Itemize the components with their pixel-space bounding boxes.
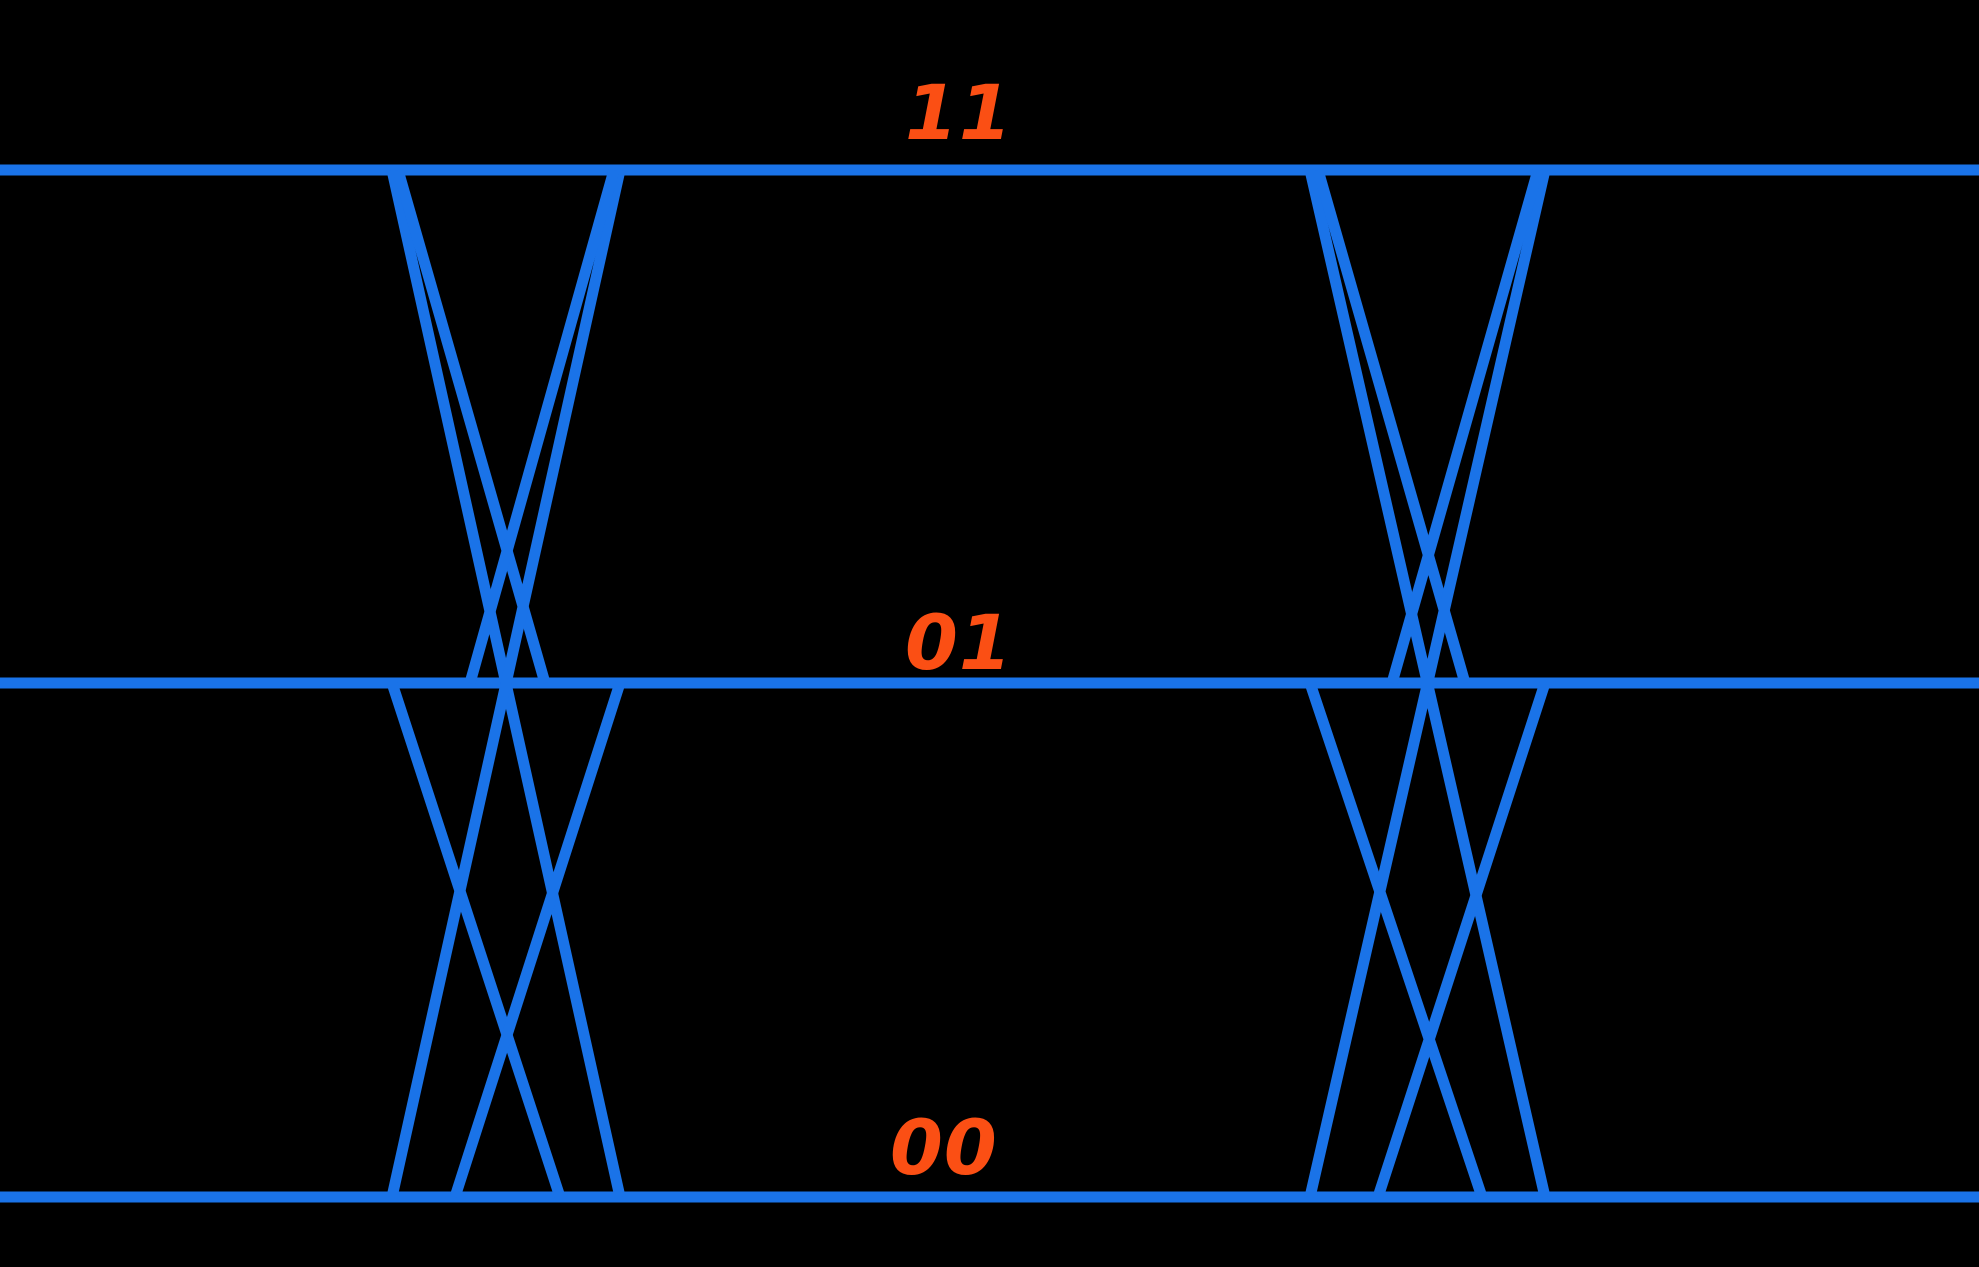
transition-line-band-2-rising-00-to-11 (1304, 168, 1551, 1199)
transition-trace-group (386, 168, 1551, 1199)
transition-line-band-1-rising-00-to-01 (449, 681, 626, 1199)
transition-line-band-1-falling-01-to-00 (386, 681, 566, 1199)
transition-line-band-2-falling-01-to-00 (1304, 681, 1488, 1199)
level-label-00: 00 (890, 1103, 998, 1192)
transition-line-band-1-rising-00-to-11 (386, 168, 626, 1199)
level-label-01: 01 (905, 598, 1013, 687)
transition-line-band-2-rising-00-to-01 (1372, 681, 1551, 1199)
level-trace-group (0, 164, 1979, 1203)
transition-line-band-1-rising-01-to-11 (464, 168, 620, 685)
transition-line-band-2-rising-01-to-11 (1386, 168, 1544, 685)
level-label-11: 11 (905, 68, 1013, 157)
transition-line-band-2-falling-11-to-01 (1312, 168, 1471, 685)
